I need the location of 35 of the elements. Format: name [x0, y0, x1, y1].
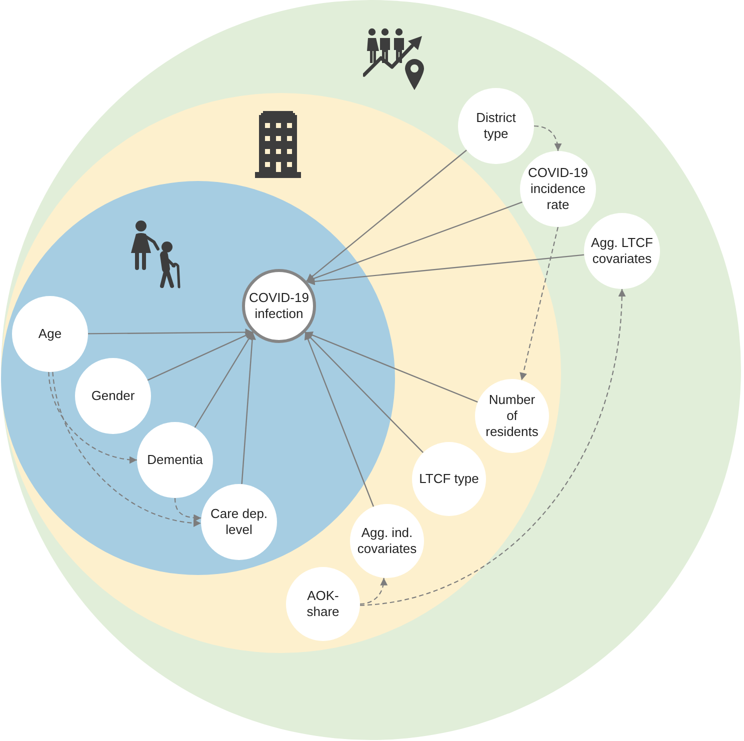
variable-label: COVID-19 incidence rate	[527, 165, 589, 213]
variable-label: District type	[475, 110, 517, 142]
arrow	[304, 332, 374, 507]
arrow	[304, 332, 424, 454]
variable-label: Dementia	[147, 452, 203, 468]
variable-circle	[12, 296, 88, 372]
variable-label: Agg. ind. covariates	[356, 525, 418, 557]
dashed-arrow	[520, 226, 559, 380]
variable-circle	[75, 358, 151, 434]
variable-label: COVID-19 infection	[248, 290, 310, 322]
dashed-arrow	[534, 125, 562, 152]
variable-label: Age	[38, 326, 62, 342]
variable-label: AOK-share	[306, 588, 340, 620]
arrow	[194, 332, 254, 428]
dashed-arrow	[360, 288, 626, 606]
variable-circle	[201, 484, 277, 560]
variable-circle	[137, 422, 213, 498]
variable-label: Agg. LTCF covariates	[590, 235, 654, 267]
variable-label: LTCF type	[419, 471, 479, 487]
arrow	[304, 332, 478, 403]
dashed-arrow	[52, 372, 202, 526]
dashed-arrow	[48, 372, 138, 464]
variable-label: Gender	[91, 388, 135, 404]
arrow	[306, 150, 467, 282]
arrow	[307, 254, 584, 286]
dashed-arrow	[360, 578, 388, 605]
outcome-circle	[242, 269, 316, 343]
dashed-arrow	[174, 498, 202, 522]
variable-label: Number of residents	[484, 392, 540, 440]
arrow	[241, 332, 256, 484]
arrow	[306, 202, 522, 282]
variable-circle	[520, 151, 596, 227]
arrow	[88, 328, 253, 336]
variable-label: Care dep. level	[209, 506, 269, 538]
arrow	[147, 332, 254, 381]
